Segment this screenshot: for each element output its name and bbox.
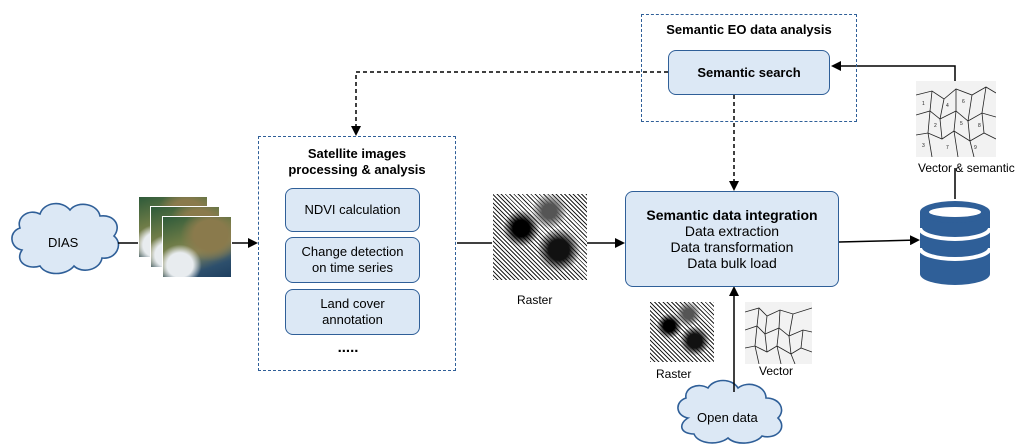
svg-text:2: 2 [934, 123, 937, 129]
arrow-search-to-processing [351, 71, 668, 136]
raster-open-label: Raster [656, 367, 692, 381]
processing-more: ..... [337, 339, 359, 356]
vector-semantic-label: Vector & semantic [918, 161, 1015, 175]
change-line2: on time series [312, 260, 393, 275]
open-data-label: Open data [697, 410, 758, 425]
svg-text:1: 1 [922, 101, 925, 107]
integration-step2: Data transformation [670, 239, 794, 255]
integration-title: Semantic data integration [646, 207, 818, 223]
integration-step1: Data extraction [684, 223, 780, 239]
vector-open-map [745, 307, 812, 364]
vector-open-image [745, 302, 812, 364]
processing-title-line2: processing & analysis [288, 162, 426, 177]
processing-title-line1: Satellite images [307, 146, 407, 161]
processing-container [258, 136, 456, 371]
svg-text:8: 8 [978, 123, 981, 129]
semantic-eo-title: Semantic EO data analysis [666, 22, 832, 37]
land-cover-box: Land cover annotation [285, 289, 420, 335]
arrow-integration-to-database [838, 235, 920, 246]
vector-open-label: Vector [759, 364, 794, 378]
ndvi-calculation-box: NDVI calculation [285, 188, 420, 232]
satellite-image-3 [162, 216, 232, 278]
processing-title: Satellite images processing & analysis [258, 146, 456, 178]
change-line1: Change detection [301, 244, 404, 259]
semantic-data-integration-box: Semantic data integration Data extractio… [625, 191, 839, 287]
raster-main-label: Raster [517, 293, 553, 307]
landcover-line2: annotation [322, 312, 383, 327]
database-icon [918, 201, 992, 285]
svg-text:9: 9 [974, 145, 977, 151]
svg-text:5: 5 [960, 121, 963, 127]
vector-semantic-image: 1 4 6 2 5 8 3 7 9 [916, 81, 996, 157]
dias-cloud-icon [11, 202, 120, 275]
semantic-eo-container [641, 14, 857, 122]
landcover-line1: Land cover [320, 296, 385, 311]
change-detection-box: Change detection on time series [285, 237, 420, 283]
svg-text:7: 7 [946, 145, 949, 151]
open-data-cloud-icon [677, 379, 783, 444]
raster-open-image [650, 302, 714, 362]
svg-text:6: 6 [962, 99, 965, 105]
vector-semantic-map: 1 4 6 2 5 8 3 7 9 [916, 86, 996, 157]
svg-text:4: 4 [946, 103, 949, 109]
semantic-search-box: Semantic search [668, 50, 830, 95]
arrow-vector-to-search [831, 61, 956, 84]
svg-text:3: 3 [922, 143, 925, 149]
raster-image [493, 194, 587, 280]
semantic-search-label: Semantic search [697, 64, 801, 80]
dias-label: DIAS [48, 235, 79, 250]
ndvi-label: NDVI calculation [304, 202, 401, 217]
integration-step3: Data bulk load [687, 255, 777, 271]
